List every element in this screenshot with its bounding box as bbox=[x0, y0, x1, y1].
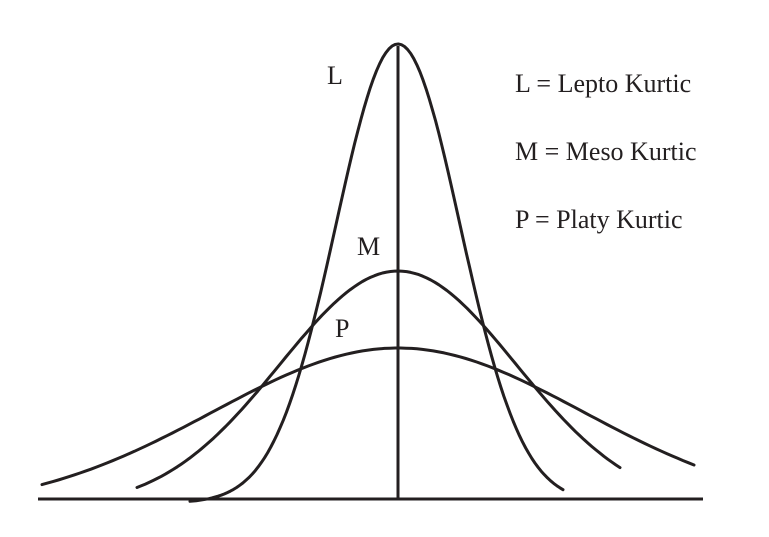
curve-label-platy: P bbox=[335, 314, 349, 343]
platy-kurtic-curve bbox=[40, 346, 696, 487]
lepto-kurtic-curve bbox=[188, 42, 565, 503]
curve-label-meso: M bbox=[357, 232, 380, 261]
legend: L = Lepto Kurtic M = Meso Kurtic P = Pla… bbox=[515, 69, 696, 234]
legend-item-platy: P = Platy Kurtic bbox=[515, 205, 683, 234]
legend-item-lepto: L = Lepto Kurtic bbox=[515, 69, 691, 98]
meso-kurtic-curve bbox=[135, 269, 622, 489]
curve-label-lepto: L bbox=[327, 61, 343, 90]
legend-item-meso: M = Meso Kurtic bbox=[515, 137, 696, 166]
